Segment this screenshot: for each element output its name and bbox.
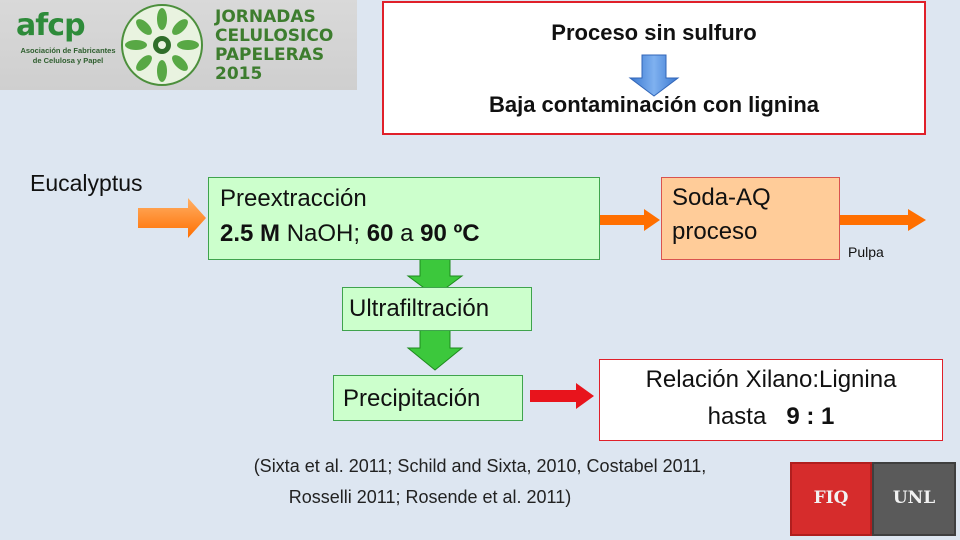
afcp-logo-subtitle: Asociación de Fabricantes de Celulosa y …: [14, 46, 122, 66]
down-arrow-green-icon: [406, 326, 464, 371]
soda-aq-subtitle: proceso: [672, 218, 758, 245]
citation-line-1: (Sixta et al. 2011; Schild and Sixta, 20…: [253, 456, 707, 476]
ratio-value: 9 : 1: [786, 403, 835, 430]
input-label-eucalyptus: Eucalyptus: [30, 170, 143, 196]
citation-line-2: Rosselli 2011; Rosende et al. 2011): [288, 487, 572, 507]
unl-logo: UNL: [872, 462, 956, 536]
event-title-line-3: PAPELERAS: [215, 45, 325, 65]
right-arrow-orange-icon: [840, 209, 926, 231]
right-arrow-red-icon: [530, 383, 594, 409]
fiq-logo-text: FIQ: [813, 488, 849, 508]
ultrafiltration-label: Ultrafiltración: [349, 295, 490, 322]
jornadas-emblem-icon: [121, 4, 203, 86]
event-title-line-1: JORNADAS: [215, 7, 316, 27]
preextraction-conditions: 2.5 M NaOH; 60 a 90 ºC: [220, 220, 480, 248]
naoh-concentration: 2.5 M: [220, 220, 281, 247]
summary-line-1: Proceso sin sulfuro: [551, 20, 757, 45]
soda-aq-title: Soda-AQ: [672, 184, 771, 211]
reagent-label: NaOH;: [280, 220, 367, 247]
summary-box: [382, 1, 926, 135]
afcp-subtitle-line-1: Asociación de Fabricantes: [20, 46, 116, 55]
down-arrow-green-icon: [406, 257, 464, 297]
ratio-title: Relación Xilano:Lignina: [645, 366, 897, 393]
preextraction-box: [208, 177, 600, 260]
afcp-logo: afcp: [16, 8, 86, 43]
right-arrow-orange-icon: [600, 209, 660, 231]
event-title: JORNADAS CELULOSICO PAPELERAS 2015: [215, 8, 333, 84]
temperature-low: 60: [366, 220, 394, 247]
ratio-box: [599, 359, 943, 441]
range-connector: a: [393, 220, 421, 247]
event-title-line-2: CELULOSICO: [215, 26, 334, 46]
precipitation-label: Precipitación: [343, 385, 481, 412]
preextraction-title: Preextracción: [220, 185, 367, 212]
ratio-prefix: hasta: [707, 403, 773, 430]
ratio-value-line: hasta 9 : 1: [599, 403, 943, 431]
right-arrow-orange-icon: [138, 198, 206, 238]
temperature-high: 90 ºC: [420, 220, 480, 247]
output-label-pulpa: Pulpa: [848, 244, 884, 260]
precipitation-box: [333, 375, 523, 421]
ultrafiltration-box: [342, 287, 532, 331]
fiq-logo: FIQ: [790, 462, 872, 536]
unl-logo-text: UNL: [892, 488, 936, 508]
afcp-subtitle-line-2: de Celulosa y Papel: [32, 56, 104, 65]
soda-aq-box: [661, 177, 840, 260]
down-arrow-blue-icon: [628, 54, 680, 97]
event-year: 2015: [215, 64, 263, 84]
